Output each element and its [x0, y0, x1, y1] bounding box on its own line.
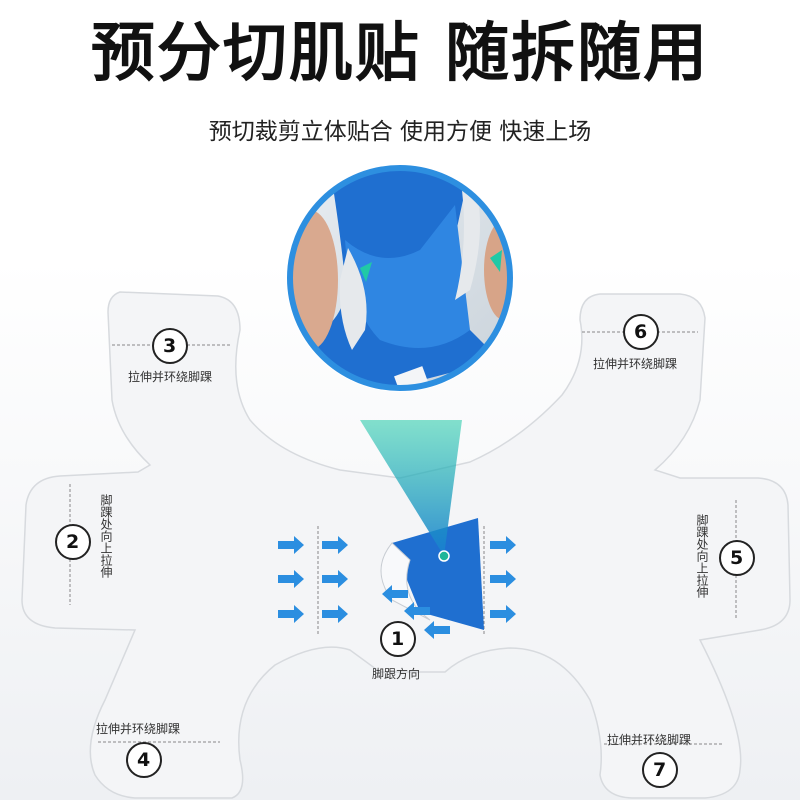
arrow-left-icon	[424, 621, 450, 639]
marker-label: 脚跟方向	[372, 667, 421, 681]
marker-number: 6	[634, 321, 648, 343]
arrow-right-icon	[278, 570, 304, 588]
marker-number: 1	[391, 628, 405, 650]
arrow-right-icon	[490, 570, 516, 588]
marker-label: 脚踝处向上拉伸	[99, 494, 113, 578]
page-subtitle: 预切裁剪立体贴合 使用方便 快速上场	[208, 119, 592, 145]
arrow-right-icon	[322, 605, 348, 623]
peeled-corner	[380, 542, 431, 621]
marker-number: 3	[163, 335, 177, 357]
arrow-right-icon	[490, 605, 516, 623]
arrow-right-icon	[322, 570, 348, 588]
marker-label: 拉伸并环绕脚踝	[607, 733, 692, 747]
marker-label: 拉伸并环绕脚踝	[593, 357, 678, 371]
marker-label: 脚踝处向上拉伸	[695, 514, 709, 598]
marker-number: 2	[66, 531, 80, 553]
marker-number: 5	[730, 547, 744, 569]
arrow-right-icon	[322, 536, 348, 554]
marker-label: 拉伸并环绕脚踝	[128, 370, 213, 384]
arrow-right-icon	[278, 536, 304, 554]
circle-number-icon	[55, 314, 755, 788]
magnifier-lens	[286, 164, 514, 392]
arrow-right-icon	[490, 536, 516, 554]
zoom-pointer-dot	[438, 550, 450, 562]
arrow-right-icon	[278, 605, 304, 623]
stretch-arrows	[278, 536, 516, 639]
marker-number: 7	[653, 759, 667, 781]
marker-number: 4	[137, 749, 151, 771]
page-title: 预分切肌贴 随拆随用	[90, 17, 710, 91]
zoom-pointer-beam	[360, 420, 462, 556]
arrow-left-icon	[404, 602, 430, 620]
arrow-left-icon	[382, 585, 408, 603]
marker-label: 拉伸并环绕脚踝	[96, 722, 181, 736]
blue-tape	[392, 518, 484, 630]
